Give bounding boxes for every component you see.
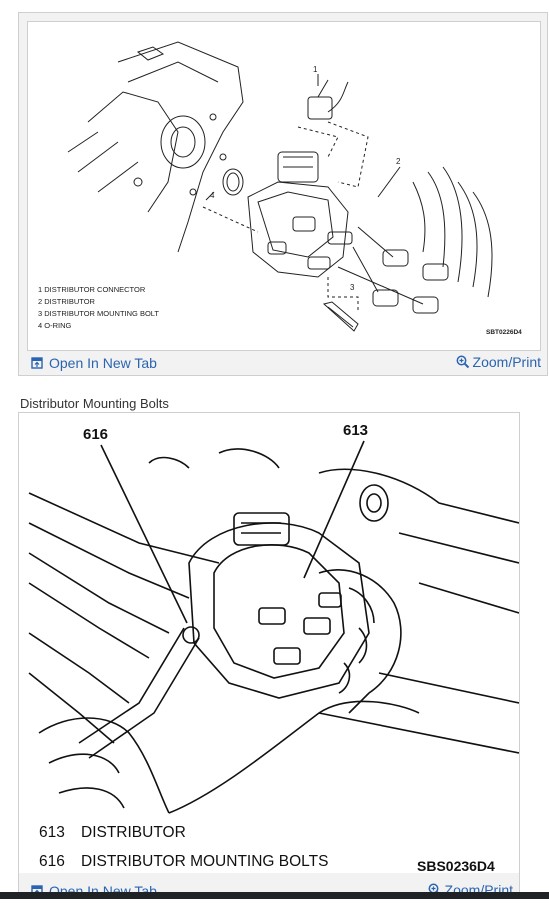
- legend-num-616: 616: [39, 853, 65, 870]
- callout-613: 613: [343, 422, 368, 439]
- figure-card-mounting-bolts: 616 613 613 DISTRIBUTOR 616 DISTRIBUTOR …: [18, 412, 520, 899]
- bottom-bar: [0, 892, 549, 899]
- callout-616: 616: [83, 426, 108, 443]
- figure-code: SBT0226D4: [486, 329, 522, 336]
- callout-1: 1: [313, 65, 318, 74]
- legend-item-distributor: 2 DISTRIBUTOR: [38, 297, 96, 306]
- legend-text-distributor: DISTRIBUTOR: [81, 824, 186, 841]
- distributor-exploded-diagram[interactable]: 1 2 3 4 1 DISTRIBUTOR CONNECTOR 2 DISTRI…: [27, 21, 541, 351]
- mounting-bolts-diagram[interactable]: 616 613 613 DISTRIBUTOR 616 DISTRIBUTOR …: [19, 413, 519, 873]
- figure-toolbar: Open In New Tab Zoom/Print: [19, 351, 547, 375]
- legend-num-613: 613: [39, 824, 65, 841]
- figure-caption: Distributor Mounting Bolts: [20, 396, 169, 411]
- zoom-print-link[interactable]: Zoom/Print: [456, 354, 541, 370]
- legend-item-distributor-connector: 1 DISTRIBUTOR CONNECTOR: [38, 285, 146, 294]
- legend-item-mounting-bolt: 3 DISTRIBUTOR MOUNTING BOLT: [38, 309, 159, 318]
- figure-card-distributor-exploded: 1 2 3 4 1 DISTRIBUTOR CONNECTOR 2 DISTRI…: [18, 12, 548, 376]
- mounting-bolts-drawing: 616 613 613 DISTRIBUTOR 616 DISTRIBUTOR …: [28, 422, 519, 873]
- figure-code-2: SBS0236D4: [417, 858, 495, 873]
- zoom-in-icon: [456, 355, 469, 369]
- callout-4: 4: [210, 191, 215, 200]
- figure-toolbar-2: Open In New Tab Zoom/Print: [19, 879, 519, 903]
- legend-text-mounting-bolts: DISTRIBUTOR MOUNTING BOLTS: [81, 853, 328, 870]
- open-in-new-tab-label: Open In New Tab: [49, 355, 157, 371]
- zoom-print-label: Zoom/Print: [472, 354, 541, 370]
- legend-item-o-ring: 4 O-RING: [38, 321, 72, 330]
- open-in-new-tab-link[interactable]: Open In New Tab: [31, 355, 157, 371]
- callout-2: 2: [396, 157, 401, 166]
- callout-3: 3: [350, 283, 355, 292]
- distributor-exploded-drawing: 1 2 3 4 1 DISTRIBUTOR CONNECTOR 2 DISTRI…: [38, 41, 522, 336]
- open-in-new-tab-icon: [31, 357, 43, 369]
